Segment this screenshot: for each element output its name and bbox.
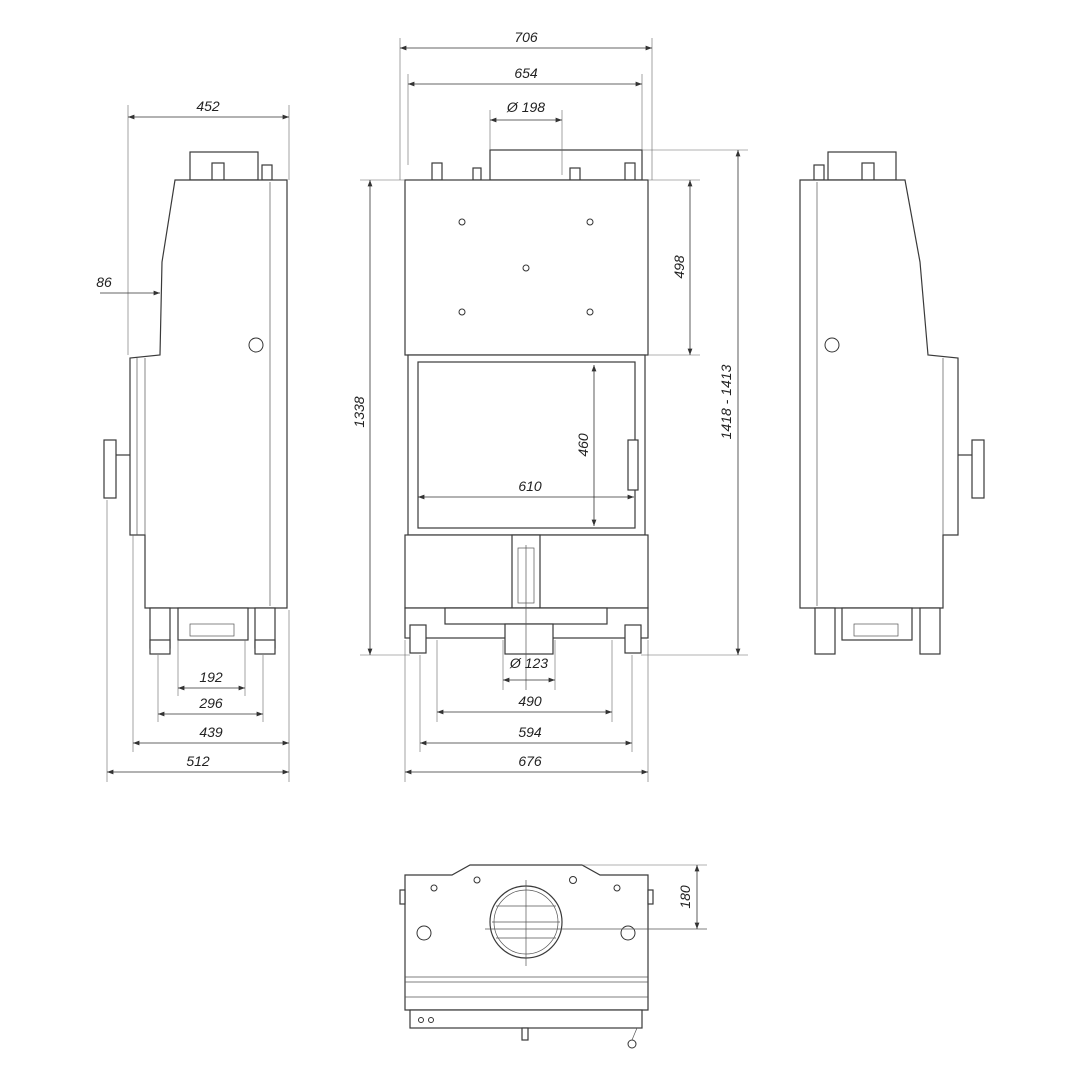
- front-dimensions: 706 654 Ø 198 1338 1418 - 1413 498 460 6…: [351, 29, 748, 782]
- dim-654: 654: [514, 65, 538, 81]
- dim-452: 452: [196, 98, 220, 114]
- left-side-dimensions: 452 86 192 296 439 512: [96, 98, 290, 782]
- dim-512: 512: [186, 753, 210, 769]
- dim-594: 594: [518, 724, 542, 740]
- dim-460: 460: [575, 433, 591, 457]
- dim-706: 706: [514, 29, 538, 45]
- dim-498: 498: [671, 255, 687, 279]
- top-view: [399, 864, 707, 1049]
- dim-180: 180: [677, 885, 693, 909]
- dim-flue-198: Ø 198: [506, 99, 545, 115]
- dim-439: 439: [199, 724, 223, 740]
- dim-192: 192: [199, 669, 223, 685]
- dim-1338: 1338: [351, 396, 367, 427]
- dim-296: 296: [198, 695, 223, 711]
- right-side-view: [799, 151, 985, 655]
- dim-86: 86: [96, 274, 112, 290]
- dim-610: 610: [518, 478, 542, 494]
- dim-676: 676: [518, 753, 542, 769]
- dim-490: 490: [518, 693, 542, 709]
- dim-flue-123: Ø 123: [509, 655, 548, 671]
- dim-1418-1413: 1418 - 1413: [718, 364, 734, 439]
- front-view: [404, 149, 649, 690]
- left-side-view: [103, 151, 288, 655]
- top-view-dimensions: 180: [582, 864, 707, 929]
